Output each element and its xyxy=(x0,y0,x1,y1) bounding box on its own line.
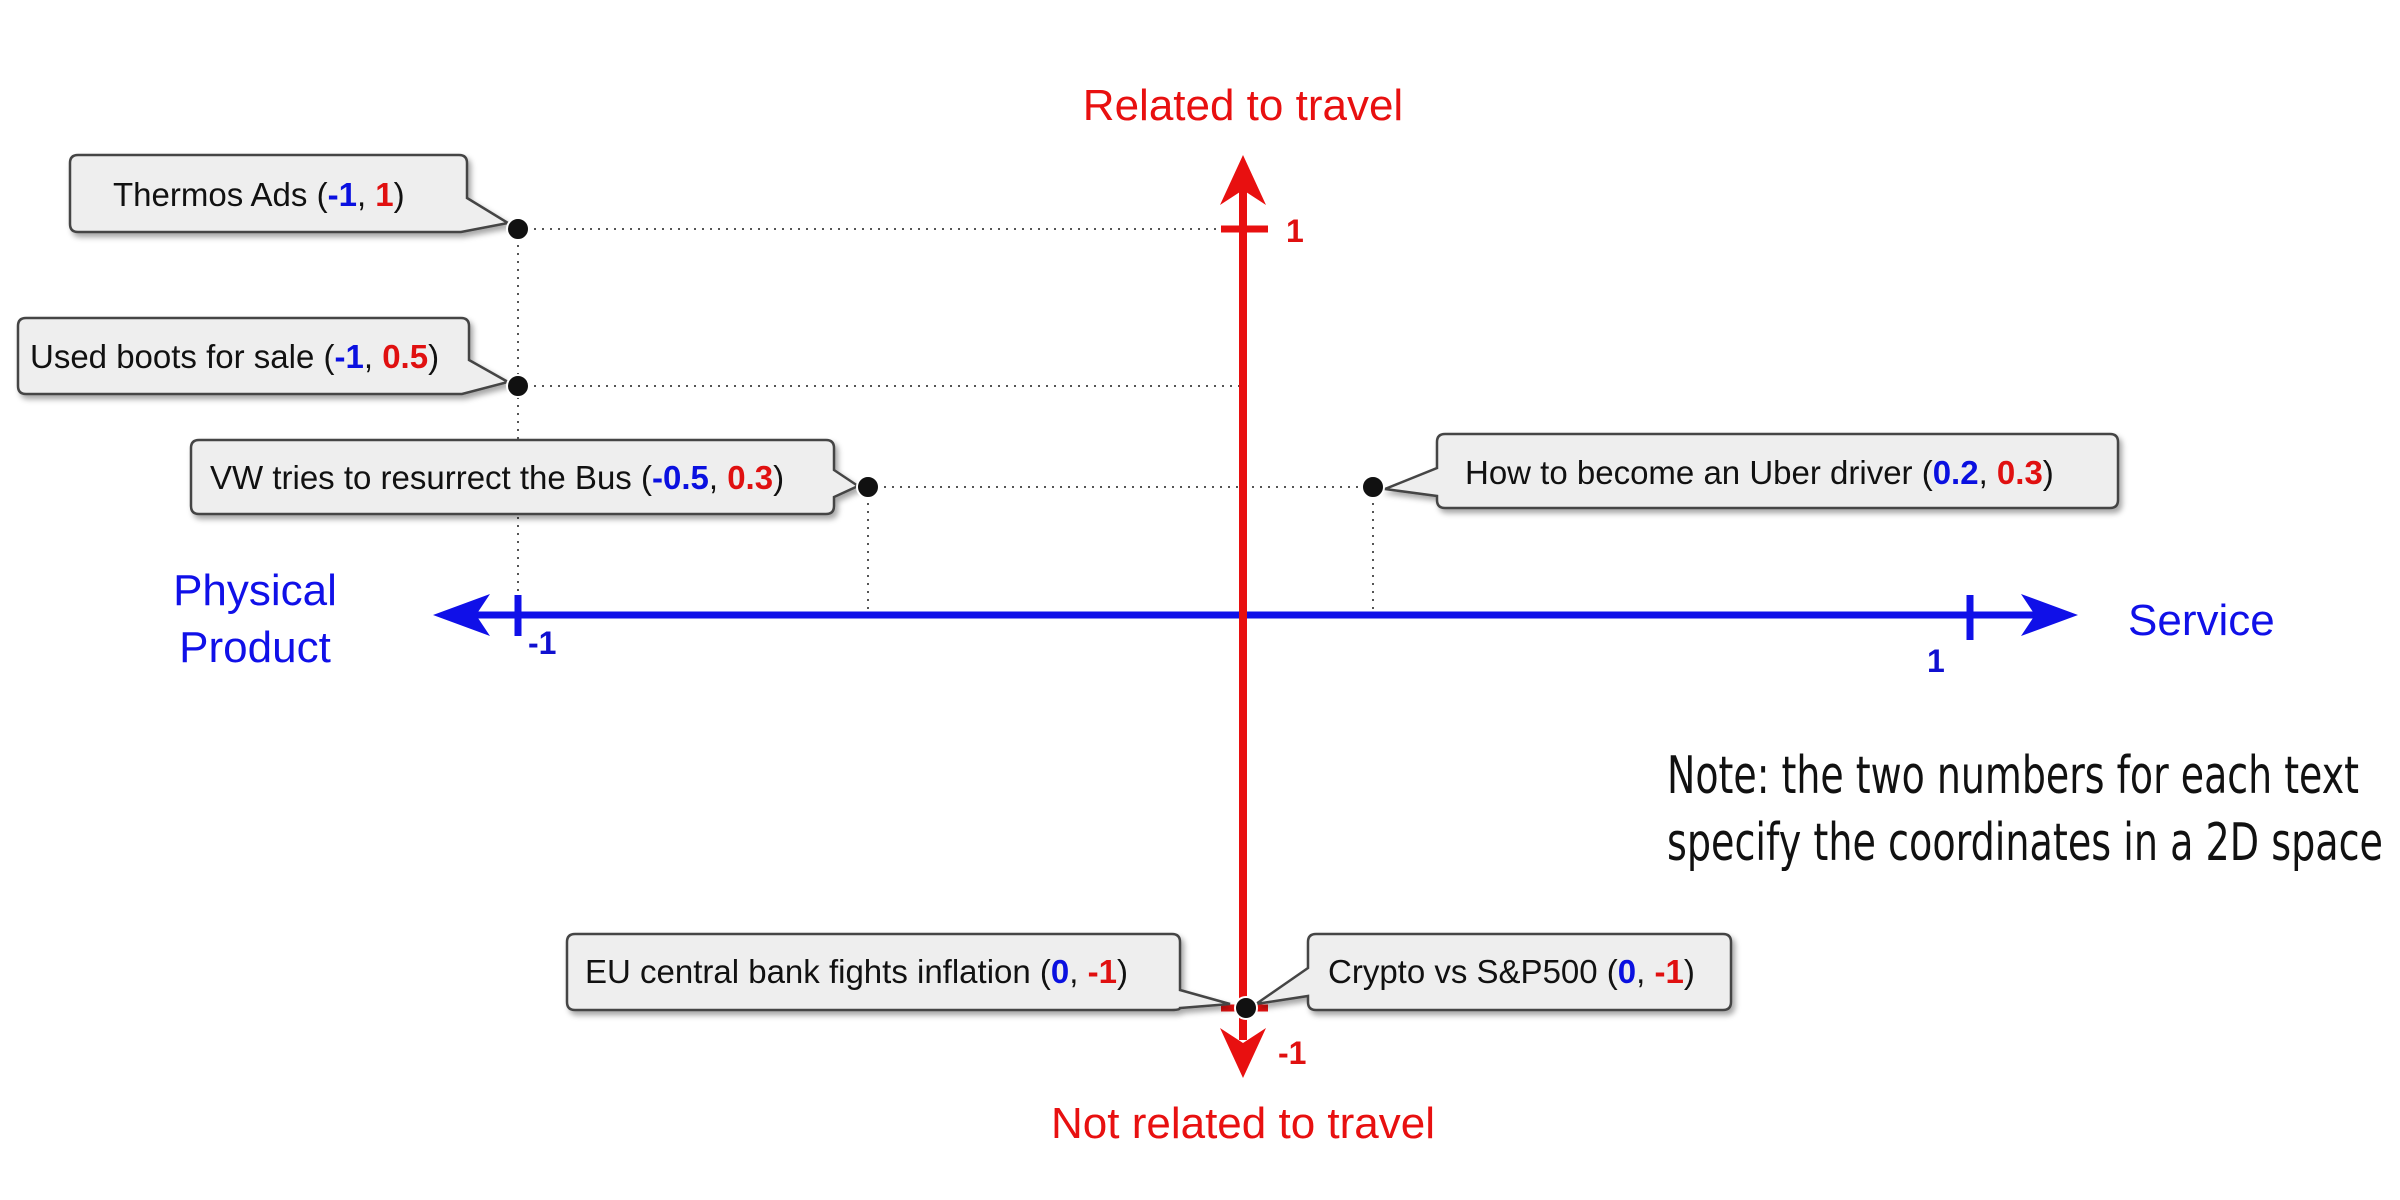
callout-uber-driver: How to become an Uber driver (0.2, 0.3) xyxy=(1380,432,2120,510)
vertical-axis-bottom-tick-label: -1 xyxy=(1278,1035,1306,1071)
horizontal-axis-right-arrowhead xyxy=(2021,594,2078,636)
note-line-2: specify the coordinates in a 2D space xyxy=(1667,813,2383,873)
vertical-axis-top-title: Related to travel xyxy=(1083,81,1403,130)
note: Note: the two numbers for each text spec… xyxy=(1667,746,2383,873)
point-vw-bus xyxy=(856,475,880,499)
callout-label: Crypto vs S&P500 (0, -1) xyxy=(1328,953,1695,990)
horizontal-axis-right-tick-label: 1 xyxy=(1927,643,1945,679)
callout-crypto: Crypto vs S&P500 (0, -1) xyxy=(1255,932,1733,1012)
note-line-1: Note: the two numbers for each text xyxy=(1667,746,2359,806)
callout-bubble xyxy=(1380,432,2120,510)
point-used-boots xyxy=(506,374,530,398)
point-thermos-ads xyxy=(506,217,530,241)
vertical-axis-bottom-title: Not related to travel xyxy=(1051,1099,1435,1148)
point-eu-and-crypto xyxy=(1234,996,1258,1020)
callout-label: Used boots for sale (-1, 0.5) xyxy=(30,338,439,375)
callout-bubble xyxy=(16,316,512,396)
horizontal-axis-left-tick-label: -1 xyxy=(528,625,556,661)
callout-label: VW tries to resurrect the Bus (-0.5, 0.3… xyxy=(210,459,784,496)
callout-bubble xyxy=(189,438,861,516)
callout-used-boots: Used boots for sale (-1, 0.5) xyxy=(16,316,512,396)
callout-thermos-ads: Thermos Ads (-1, 1) xyxy=(68,153,512,234)
horizontal-axis-left-arrowhead xyxy=(433,594,490,636)
callout-bubble xyxy=(68,153,512,234)
vertical-axis-top-arrowhead xyxy=(1220,155,1266,205)
horizontal-axis-left-title-line2: Product xyxy=(179,623,331,672)
vertical-axis: 1 -1 Related to travel Not related to tr… xyxy=(1051,81,1435,1148)
guide-lines xyxy=(517,228,1374,615)
horizontal-axis-left-title-line1: Physical xyxy=(173,566,337,615)
horizontal-axis-right-title: Service xyxy=(2128,596,2275,645)
point-uber-driver xyxy=(1361,475,1385,499)
callout-eu-central-bank: EU central bank fights inflation (0, -1) xyxy=(565,932,1231,1012)
callout-label: Thermos Ads (-1, 1) xyxy=(113,176,405,213)
callout-label: EU central bank fights inflation (0, -1) xyxy=(585,953,1128,990)
callout-label: How to become an Uber driver (0.2, 0.3) xyxy=(1465,454,2054,491)
vertical-axis-top-tick-label: 1 xyxy=(1286,213,1304,249)
horizontal-axis: -1 1 Physical Product Service xyxy=(173,566,2275,679)
callout-bubble xyxy=(565,932,1231,1012)
vertical-axis-bottom-arrowhead xyxy=(1220,1028,1266,1078)
data-points xyxy=(506,217,1385,1020)
callout-bubble xyxy=(1255,932,1733,1012)
callout-vw-bus: VW tries to resurrect the Bus (-0.5, 0.3… xyxy=(189,438,861,516)
